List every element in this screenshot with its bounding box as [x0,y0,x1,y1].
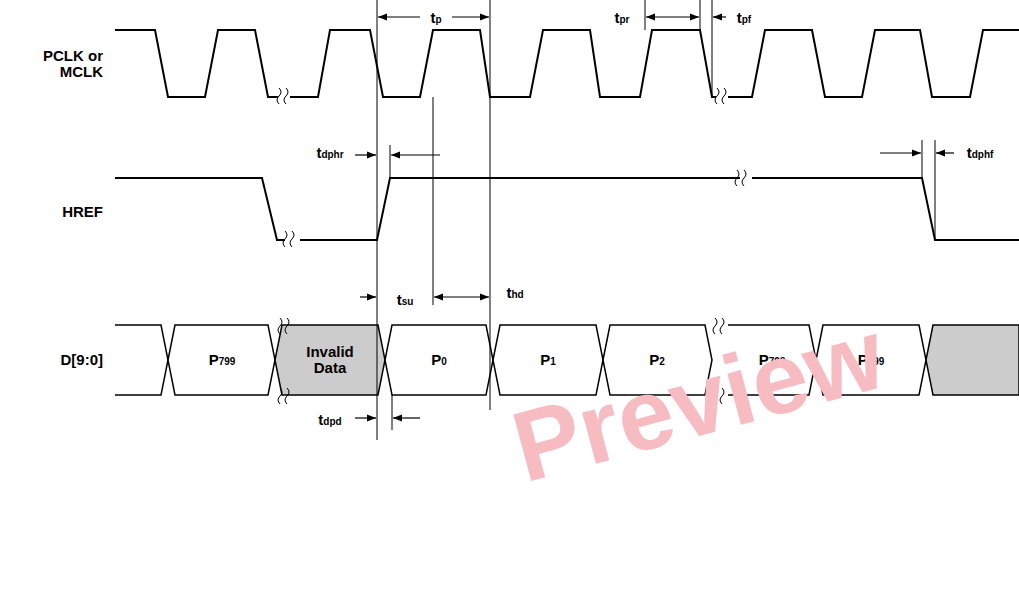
timing-arrow [393,417,420,418]
timing-arrow [646,16,699,17]
timing-label: tdphf [967,145,994,162]
timing-arrow [452,16,489,17]
timing-arrow [355,154,376,155]
data-label: Invalid Data [297,344,363,377]
break-mark [283,170,746,247]
timing-label: tdpd [318,412,341,429]
break-mark [277,88,726,104]
timing-arrow [360,296,376,297]
bus-cell [385,325,493,395]
timing-label: tsu [397,292,414,309]
timing-label: tpr [615,10,630,27]
timing-arrow [434,296,489,297]
timing-arrow [378,16,420,17]
timing-label: tpf [737,10,751,27]
clock-waveform [115,30,1019,97]
timing-arrow [880,152,921,153]
timing-label: tp [430,10,441,27]
pixel-label: P0 [431,352,447,369]
timing-arrow [391,154,440,155]
bus-cell [168,325,275,395]
timing-label: tdphr [316,145,343,162]
timing-arrow [713,16,726,17]
signal-name: PCLK or MCLK [33,48,103,81]
href-waveform [115,178,1019,240]
signal-name: HREF [62,204,103,221]
signal-name: D[9:0] [60,352,103,369]
timing-arrow [355,417,376,418]
bus-cell [275,325,385,395]
timing-arrow [936,152,954,153]
timing-label: thd [506,285,523,302]
pixel-label: P799 [209,352,236,369]
bus-cell [926,325,1019,395]
pixel-label: P1 [540,352,556,369]
bus-cell [115,325,168,395]
